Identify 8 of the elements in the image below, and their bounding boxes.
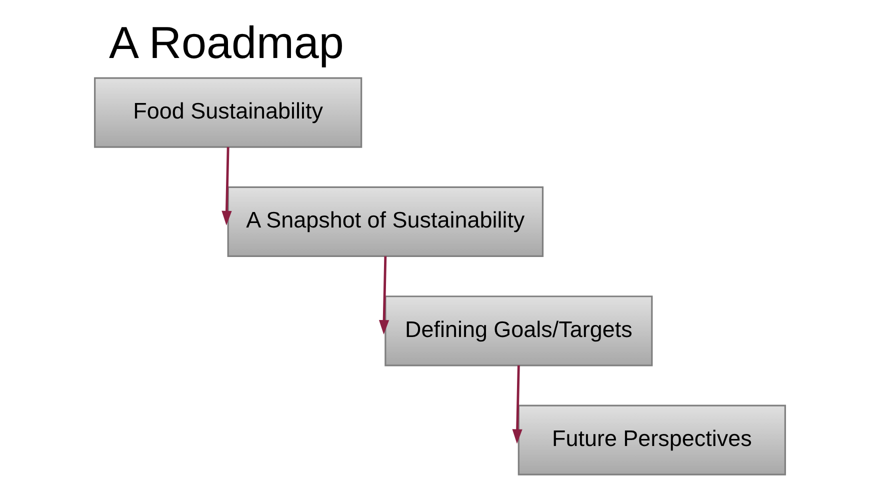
- arrow: [512, 364, 522, 444]
- node-box: A Snapshot of Sustainability: [227, 186, 544, 257]
- diagram-title: A Roadmap: [109, 16, 344, 68]
- node-box: Food Sustainability: [94, 76, 362, 148]
- node-box: Future Perspectives: [518, 404, 786, 475]
- node-box: Defining Goals/Targets: [384, 295, 653, 366]
- arrow: [378, 256, 390, 334]
- arrow: [222, 146, 232, 225]
